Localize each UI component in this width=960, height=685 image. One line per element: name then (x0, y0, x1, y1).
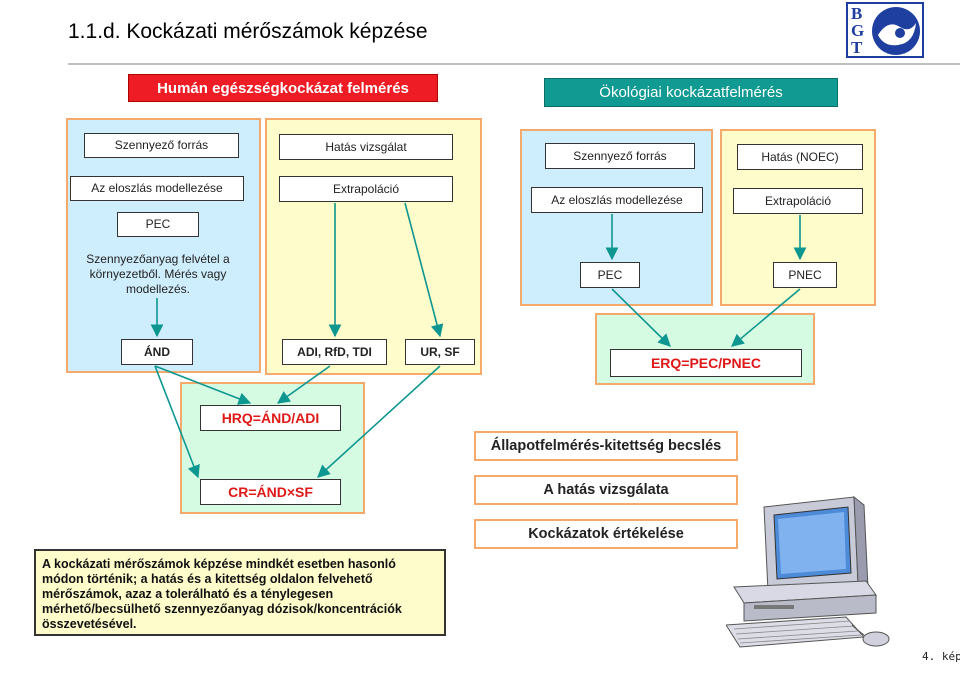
human-risk-header: Humán egészségkockázat felmérés (128, 74, 438, 102)
logo-letter-g: G (851, 21, 865, 40)
logo-letter-t: T (851, 38, 863, 57)
human-extrapolation-box: Extrapoláció (279, 176, 453, 202)
step-effect-box: A hatás vizsgálata (474, 475, 738, 505)
arrow-ursf-to-cr (317, 365, 441, 478)
arrow-pec-to-erq (611, 288, 671, 347)
cr-box: CR=ÁND×SF (200, 479, 341, 505)
computer-illustration-icon (726, 495, 890, 648)
eco-extrapolation-box: Extrapoláció (733, 188, 863, 214)
ursf-box: UR, SF (405, 339, 475, 365)
eco-risk-header: Ökológiai kockázatfelmérés (544, 78, 838, 107)
human-effect-panel (265, 118, 482, 375)
logo-letter-b: B (851, 4, 863, 23)
human-pec-box: PEC (117, 212, 199, 237)
adi-box: ADI, RfD, TDI (282, 339, 387, 365)
human-distribution-box: Az eloszlás modellezése (70, 176, 244, 201)
step-risk-box: Kockázatok értékelése (474, 519, 738, 549)
step-state-box: Állapotfelmérés-kitettség becslés (474, 431, 738, 461)
arrow-and-to-hrq (154, 365, 252, 405)
human-exposure-panel (66, 118, 261, 373)
page-title: 1.1.d. Kockázati mérőszámok képzése (68, 20, 428, 43)
arrow-and-to-cr (154, 365, 200, 479)
eco-pec-box: PEC (580, 262, 640, 288)
human-effect-box: Hatás vizsgálat (279, 134, 453, 160)
eco-distribution-box: Az eloszlás modellezése (531, 187, 703, 213)
human-uptake-text: Szennyezőanyag felvétel a környezetből. … (86, 252, 230, 296)
human-source-box: Szennyező forrás (84, 133, 239, 158)
eco-effect-box: Hatás (NOEC) (737, 144, 863, 170)
and-box: ÁND (121, 339, 193, 365)
erq-box: ERQ=PEC/PNEC (610, 349, 802, 377)
eco-pnec-box: PNEC (773, 262, 837, 288)
title-rule (68, 63, 960, 65)
hrq-box: HRQ=ÁND/ADI (200, 405, 341, 431)
arrow-extrapolation-to-ursf (404, 202, 444, 338)
eco-source-box: Szennyező forrás (545, 143, 695, 169)
bgt-logo: B G T (846, 2, 924, 58)
arrow-pnec-to-erq (731, 288, 801, 347)
arrow-adi-to-hrq (276, 365, 331, 404)
logo-wave-icon (872, 7, 920, 55)
page-number: 4. kép (922, 650, 960, 663)
summary-note: A kockázati mérőszámok képzése mindkét e… (34, 549, 446, 636)
